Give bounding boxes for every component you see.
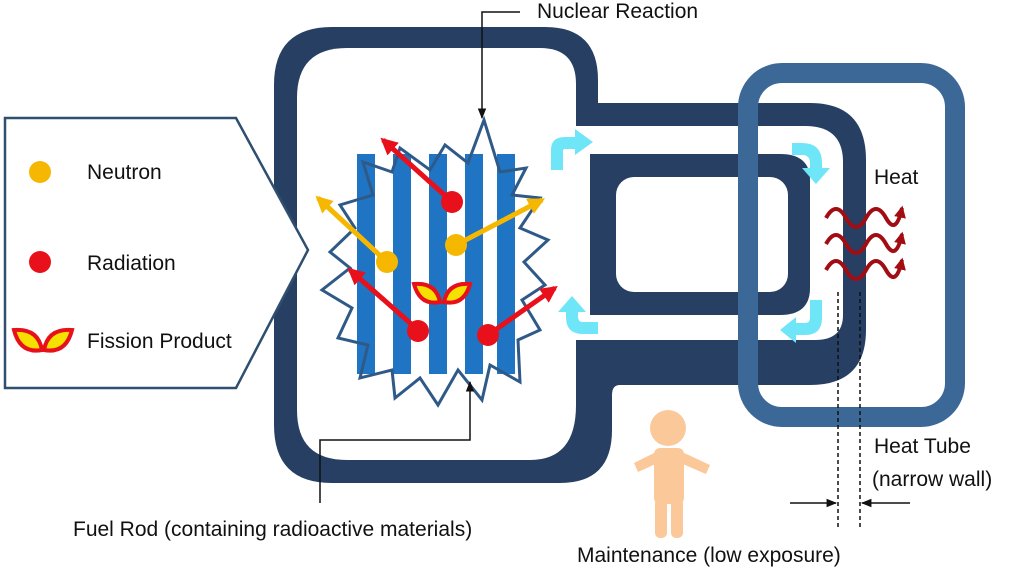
pointer-lines	[319, 11, 520, 503]
legend-neutron-swatch	[29, 161, 51, 183]
heat-tube-label: Heat Tube	[874, 435, 971, 458]
radiation-particle	[407, 320, 429, 342]
nuclear-reaction-label: Nuclear Reaction	[537, 0, 699, 23]
radiation-particle	[441, 191, 463, 213]
heat-label: Heat	[874, 166, 919, 189]
radiation-particle	[477, 324, 499, 346]
neutron-particle	[445, 234, 467, 256]
radiation-arrow	[347, 267, 420, 332]
legend-radiation-swatch	[29, 251, 51, 273]
legend-item-radiation: Radiation	[87, 252, 176, 275]
radiation-arrow	[380, 137, 452, 202]
wall-dimension	[790, 292, 910, 528]
neutron-arrow	[454, 197, 546, 248]
radiation-arrow	[486, 285, 558, 338]
legend-fission-swatch	[11, 327, 75, 353]
fission-product	[411, 281, 473, 305]
legend-item-fission-product: Fission Product	[87, 330, 232, 353]
particles	[376, 191, 499, 346]
heat-tube	[738, 63, 965, 427]
legend-callout	[3, 116, 310, 390]
particle-arrows	[315, 137, 558, 338]
fuel-rod-label: Fuel Rod (containing radioactive materia…	[73, 518, 473, 541]
coolant-flow-arrows	[551, 129, 830, 343]
heat-waves	[824, 205, 906, 281]
neutron-arrow	[315, 195, 389, 264]
coolant-loop-hole	[616, 177, 788, 292]
reaction-burst	[319, 115, 551, 408]
legend-item-neutron: Neutron	[87, 161, 162, 184]
maintenance-label: Maintenance (low exposure)	[577, 544, 841, 567]
maintenance-person	[634, 410, 710, 538]
neutron-particle	[376, 251, 398, 273]
heat-tube-sublabel: (narrow wall)	[872, 468, 993, 491]
